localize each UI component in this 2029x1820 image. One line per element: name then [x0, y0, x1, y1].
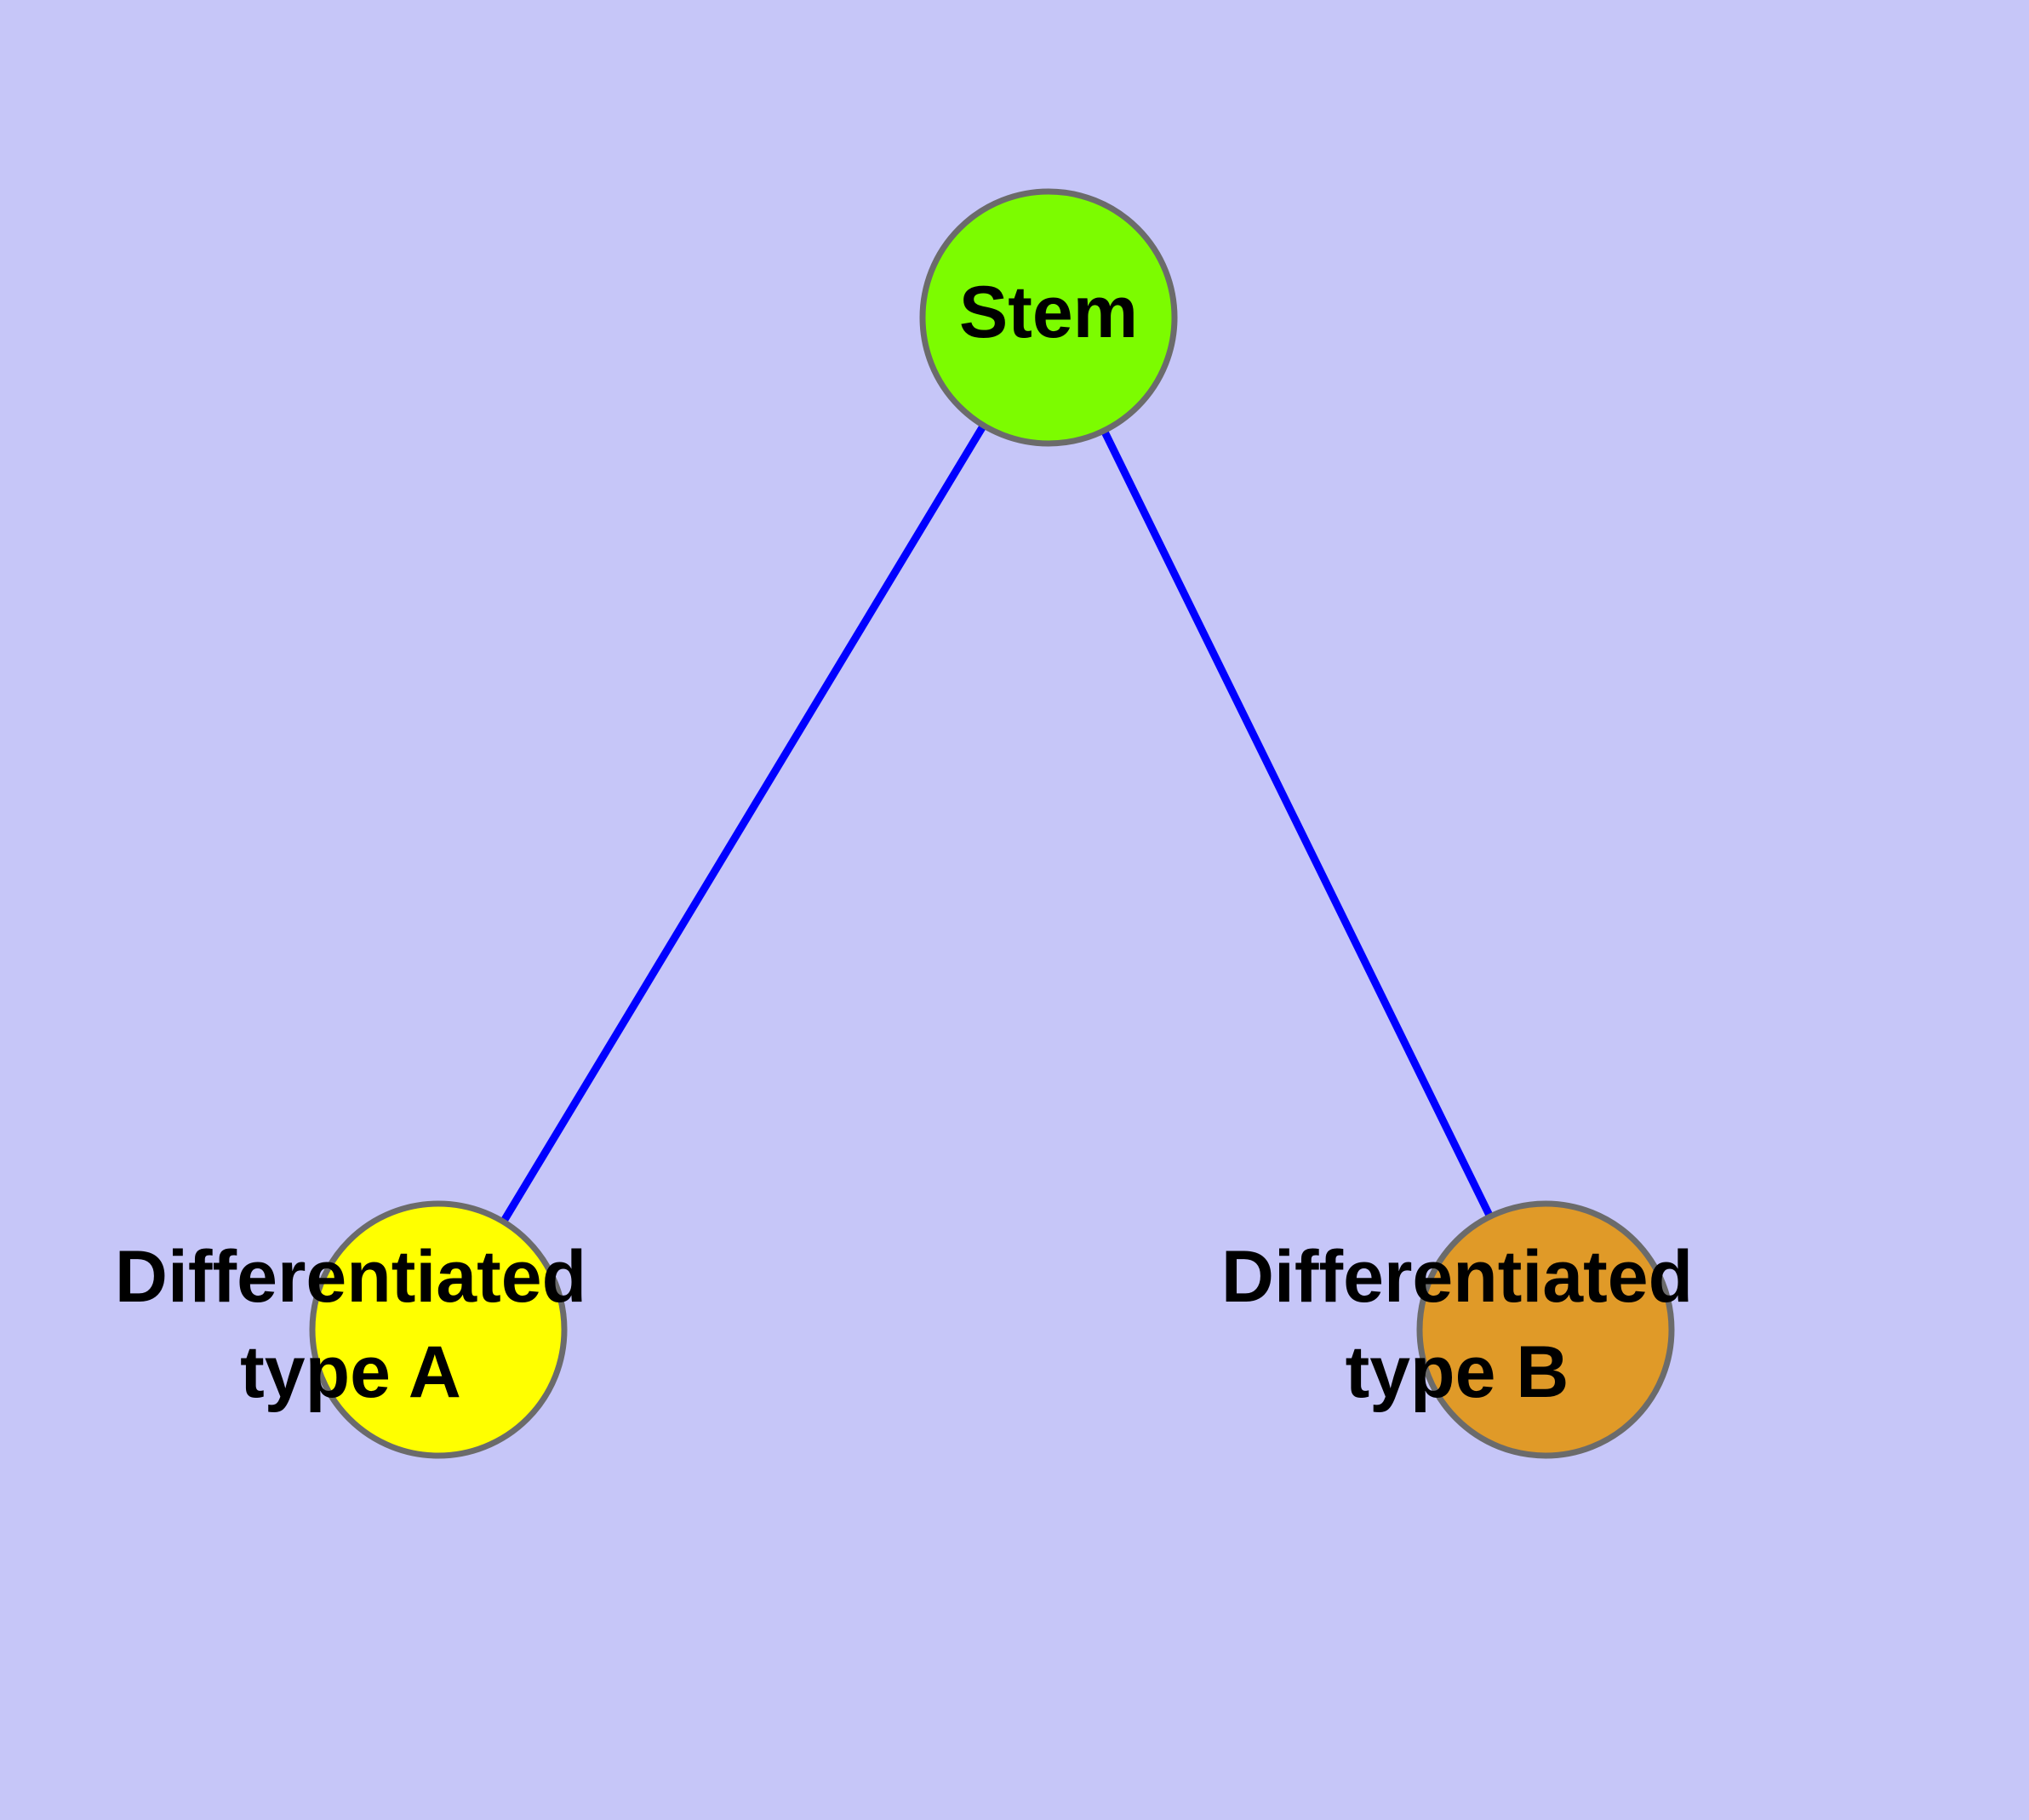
node-stem[interactable]: Stem	[919, 188, 1178, 447]
node-circle-diff-type-b[interactable]	[1416, 1200, 1675, 1459]
node-circle-stem[interactable]	[919, 188, 1178, 447]
edge-stem-to-diff-type-a	[435, 315, 1052, 1332]
node-label-diff-type-a: Differentiated type A	[115, 1236, 586, 1413]
node-label-line: Stem	[959, 272, 1138, 353]
node-label-line: Differentiated	[1221, 1236, 1693, 1318]
node-label-line: type B	[1346, 1331, 1569, 1413]
node-diff-type-a[interactable]: Differentiated type A	[115, 1200, 586, 1459]
edge-stem-to-diff-type-b	[1044, 316, 1550, 1331]
node-label-stem: Stem	[959, 272, 1138, 353]
edges-layer	[435, 315, 1550, 1332]
node-label-diff-type-b: Differentiated type B	[1221, 1236, 1693, 1413]
node-label-line: type A	[240, 1331, 461, 1413]
node-label-line: Differentiated	[115, 1236, 586, 1318]
node-diff-type-b[interactable]: Differentiated type B	[1221, 1200, 1693, 1459]
node-circle-diff-type-a[interactable]	[309, 1200, 568, 1459]
